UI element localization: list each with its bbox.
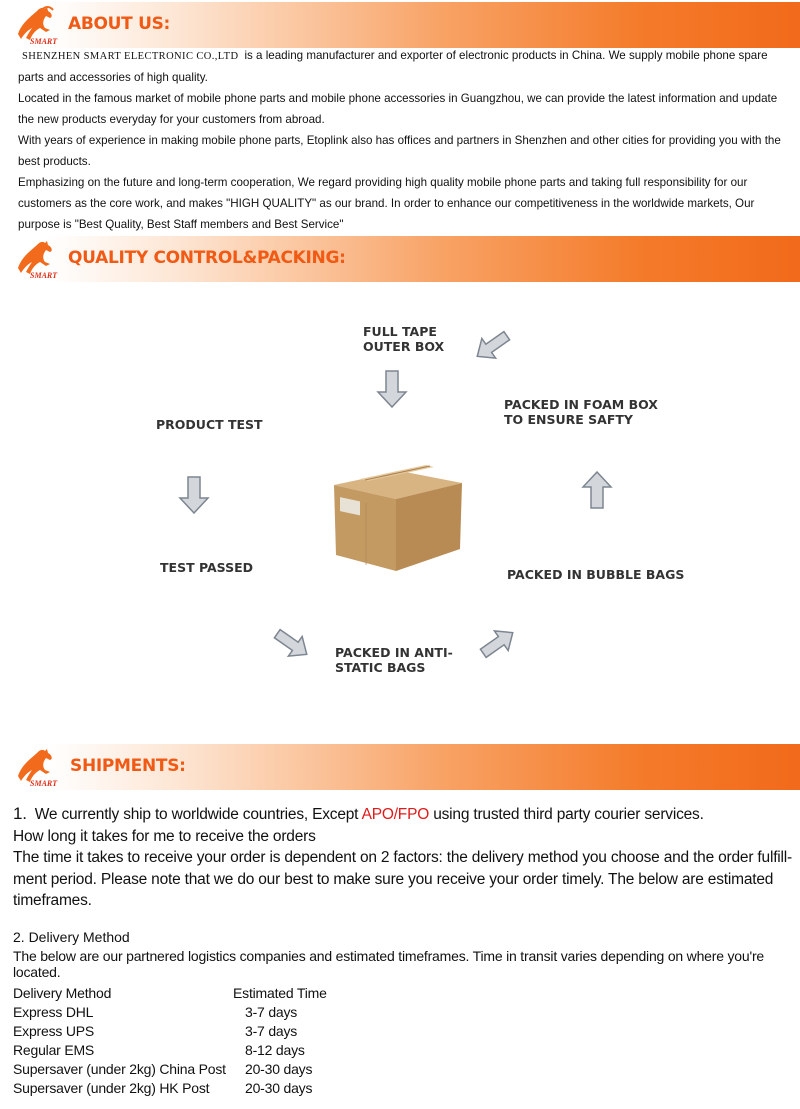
svg-text:SMART: SMART: [30, 271, 58, 280]
arrow-down-icon: [178, 476, 210, 514]
arrow-up-icon: [581, 471, 613, 509]
receive-orders-heading: How long it takes for me to receive the …: [13, 827, 316, 845]
step-test-passed: TEST PASSED: [160, 560, 253, 575]
apo-fpo-text: APO/FPO: [361, 806, 430, 823]
cardboard-box-image: [334, 465, 462, 571]
shipments-text: 1.We currently ship to worldwide countri…: [13, 803, 793, 912]
shipping-countries-line: 1.We currently ship to worldwide countri…: [13, 804, 704, 823]
step-bubble-bags: PACKED IN BUBBLE BAGS: [507, 567, 685, 582]
delivery-method-desc: The below are our partnered logistics co…: [13, 948, 765, 980]
arrow-up-right-icon: [479, 629, 514, 659]
receive-orders-text: The time it takes to receive your order …: [13, 849, 792, 909]
horse-logo-icon: SMART: [18, 241, 58, 280]
horse-logo-icon: SMART: [18, 6, 58, 46]
table-header: Delivery Method: [13, 985, 112, 1001]
company-name: SHENZHEN SMART ELECTRONIC CO.,LTD: [22, 51, 239, 62]
shipments-banner: SMART SHIPMENTS:: [0, 744, 800, 790]
arrow-down-icon: [376, 370, 408, 408]
svg-text:SMART: SMART: [30, 779, 58, 788]
about-banner: SMART ABOUT US:: [0, 2, 800, 48]
svg-text:SMART: SMART: [30, 37, 58, 46]
table-header: Estimated Time: [233, 985, 327, 1001]
step-product-test: PRODUCT TEST: [156, 417, 263, 432]
table-header-row: Delivery Method Estimated Time: [13, 985, 327, 1004]
quality-banner: SMART QUALITY CONTROL&PACKING:: [0, 236, 800, 282]
about-paragraph-2: Located in the famous market of mobile p…: [18, 92, 778, 126]
section-title-about: ABOUT US:: [68, 14, 171, 34]
section-title-shipments: SHIPMENTS:: [70, 756, 186, 776]
delivery-table: Delivery Method Estimated Time Express D…: [13, 985, 327, 1099]
about-paragraph-4: Emphasizing on the future and long-term …: [18, 176, 755, 231]
delivery-method-title: 2. Delivery Method: [13, 929, 130, 945]
arrow-up-left-icon: [476, 330, 511, 360]
section-title-quality: QUALITY CONTROL&PACKING:: [68, 248, 346, 268]
horse-logo-icon: SMART: [18, 749, 58, 788]
about-paragraph-3: With years of experience in making mobil…: [18, 134, 781, 168]
arrow-down-right-icon: [273, 628, 308, 658]
step-anti-static: PACKED IN ANTI-STATIC BAGS: [335, 645, 453, 675]
